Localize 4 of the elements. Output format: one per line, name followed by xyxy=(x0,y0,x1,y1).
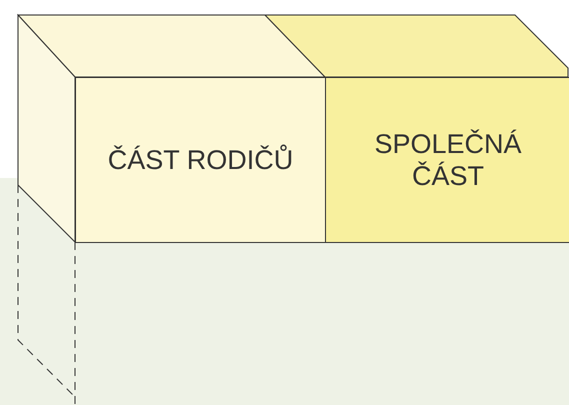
cuboid-face xyxy=(75,77,326,243)
cuboid-face xyxy=(325,77,569,243)
face-label: SPOLEČNÁ ČÁST xyxy=(374,128,522,192)
face-label: ČÁST RODIČŮ xyxy=(108,144,294,176)
